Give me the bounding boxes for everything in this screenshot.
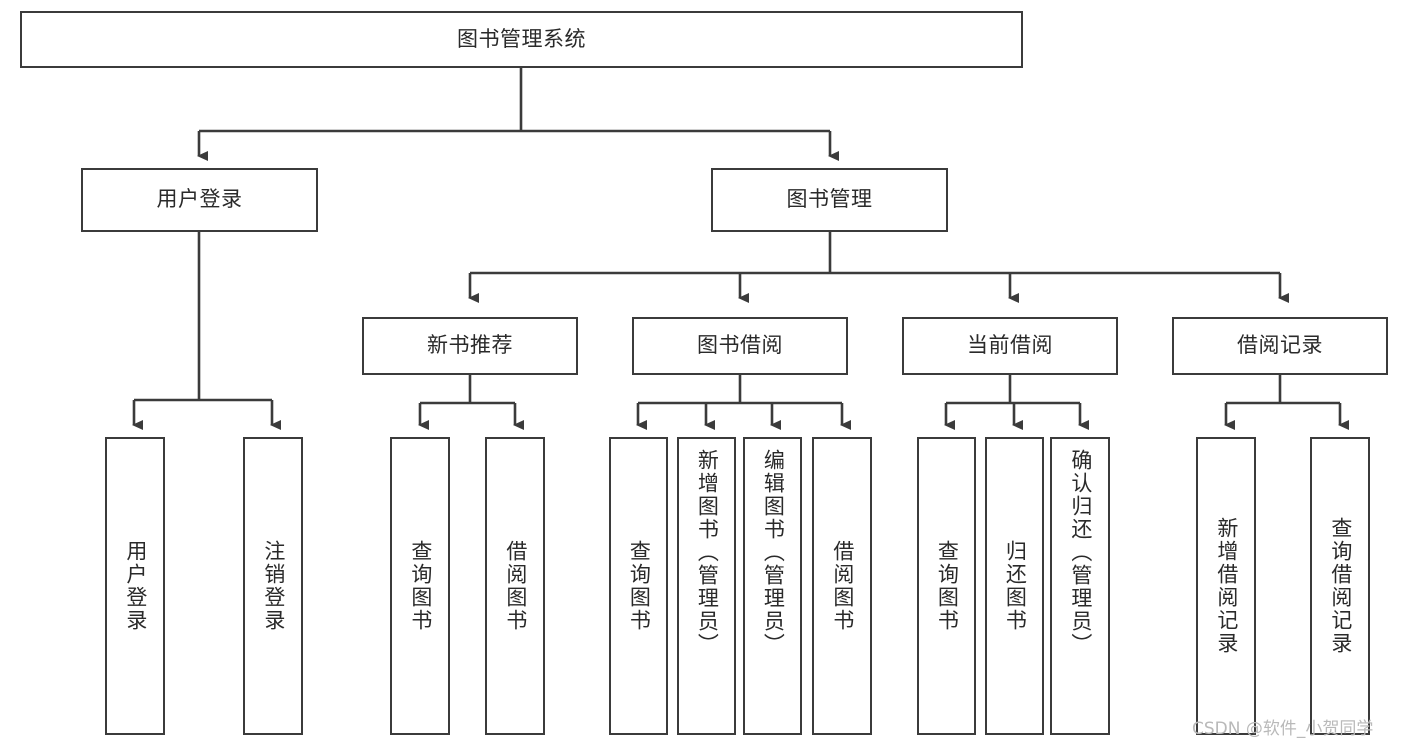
leaf-return-book[interactable]: 归还图书 [985,437,1044,735]
leaf-borrow-book-2[interactable]: 借阅图书 [812,437,872,735]
node-book-borrow-label: 图书借阅 [697,333,783,358]
leaf-user-login-label: 用户登录 [123,540,148,632]
leaf-query-book-1[interactable]: 查询图书 [390,437,450,735]
leaf-query-book-2-label: 查询图书 [627,540,652,632]
node-book-manage[interactable]: 图书管理 [711,168,948,232]
leaf-confirm-return-admin-label: 确认归还（管理员） [1068,449,1093,656]
leaf-add-borrow-record-label: 新增借阅记录 [1214,517,1239,655]
leaf-edit-book-admin[interactable]: 编辑图书（管理员） [743,437,802,735]
leaf-return-book-label: 归还图书 [1003,540,1028,632]
node-new-book-recommend[interactable]: 新书推荐 [362,317,578,375]
node-current-borrow-label: 当前借阅 [967,333,1053,358]
leaf-query-borrow-record-label: 查询借阅记录 [1328,517,1353,655]
leaf-query-book-3[interactable]: 查询图书 [917,437,976,735]
node-book-borrow[interactable]: 图书借阅 [632,317,848,375]
node-book-manage-label: 图书管理 [786,187,873,212]
node-root-label: 图书管理系统 [457,26,586,51]
node-root[interactable]: 图书管理系统 [20,11,1023,68]
leaf-confirm-return-admin[interactable]: 确认归还（管理员） [1050,437,1110,735]
leaf-query-book-2[interactable]: 查询图书 [609,437,668,735]
leaf-user-logout-label: 注销登录 [261,540,286,632]
leaf-add-book-admin-label: 新增图书（管理员） [695,449,720,656]
node-borrow-record[interactable]: 借阅记录 [1172,317,1388,375]
leaf-add-borrow-record[interactable]: 新增借阅记录 [1196,437,1256,735]
node-user-login-label: 用户登录 [156,187,243,212]
csdn-watermark: CSDN @软件_小贺同学 [1192,719,1374,739]
leaf-borrow-book-1-label: 借阅图书 [503,540,528,632]
leaf-query-book-3-label: 查询图书 [935,540,960,632]
node-borrow-record-label: 借阅记录 [1237,333,1323,358]
node-new-book-recommend-label: 新书推荐 [427,333,513,358]
leaf-edit-book-admin-label: 编辑图书（管理员） [761,449,786,656]
leaf-borrow-book-1[interactable]: 借阅图书 [485,437,545,735]
leaf-add-book-admin[interactable]: 新增图书（管理员） [677,437,736,735]
leaf-borrow-book-2-label: 借阅图书 [830,540,855,632]
node-user-login[interactable]: 用户登录 [81,168,318,232]
node-current-borrow[interactable]: 当前借阅 [902,317,1118,375]
leaf-query-borrow-record[interactable]: 查询借阅记录 [1310,437,1370,735]
leaf-user-logout[interactable]: 注销登录 [243,437,303,735]
leaf-query-book-1-label: 查询图书 [408,540,433,632]
leaf-user-login[interactable]: 用户登录 [105,437,165,735]
